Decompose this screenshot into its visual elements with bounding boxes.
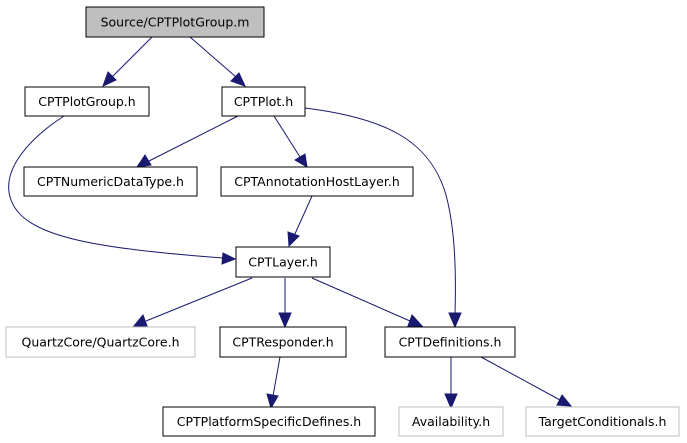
edges xyxy=(8,36,573,410)
node-plot-h[interactable]: CPTPlot.h xyxy=(221,86,306,117)
edge-annotation-to-layer xyxy=(287,195,313,248)
edge-layer-to-definitions xyxy=(311,277,424,327)
node-quartzcore[interactable]: QuartzCore/QuartzCore.h xyxy=(5,326,196,358)
node-responder[interactable]: CPTResponder.h xyxy=(219,326,347,358)
edge-plot-h-to-annotation xyxy=(273,115,308,168)
node-label: CPTLayer.h xyxy=(248,255,318,270)
edge-responder-to-platform xyxy=(266,356,281,410)
node-label: CPTPlotGroup.h xyxy=(38,94,135,109)
edge-layer-to-responder xyxy=(278,278,292,329)
node-label: TargetConditionals.h xyxy=(538,414,667,429)
node-definitions[interactable]: CPTDefinitions.h xyxy=(384,326,516,358)
node-plotgroup-m[interactable]: Source/CPTPlotGroup.m xyxy=(85,6,265,38)
node-label: CPTPlot.h xyxy=(234,94,293,109)
node-label: CPTPlatformSpecificDefines.h xyxy=(177,414,361,429)
edge-layer-to-quartz xyxy=(132,277,253,327)
nodes: Source/CPTPlotGroup.m CPTPlotGroup.h CPT… xyxy=(5,6,680,437)
node-numeric-data-type[interactable]: CPTNumericDataType.h xyxy=(23,166,198,197)
node-plotgroup-h[interactable]: CPTPlotGroup.h xyxy=(24,86,150,117)
node-layer[interactable]: CPTLayer.h xyxy=(235,246,331,278)
edge-plot-h-to-definitions xyxy=(304,107,462,329)
node-label: Availability.h xyxy=(412,414,490,429)
edge-definitions-to-target xyxy=(480,356,573,407)
node-label: Source/CPTPlotGroup.m xyxy=(101,15,250,30)
node-label: CPTAnnotationHostLayer.h xyxy=(234,174,400,189)
node-label: CPTNumericDataType.h xyxy=(37,174,184,189)
node-label: CPTResponder.h xyxy=(232,335,333,350)
node-annotation-host-layer[interactable]: CPTAnnotationHostLayer.h xyxy=(220,166,414,197)
edge-plotgroup-h-to-layer xyxy=(8,115,237,265)
edge-definitions-to-availability xyxy=(444,357,458,410)
edge-plotgroup-m-to-plotgroup-h xyxy=(102,36,153,87)
node-label: CPTDefinitions.h xyxy=(399,335,502,350)
node-label: QuartzCore/QuartzCore.h xyxy=(21,335,179,350)
node-platform-specific-defines[interactable]: CPTPlatformSpecificDefines.h xyxy=(162,406,376,437)
edge-plotgroup-m-to-plot-h xyxy=(189,36,246,87)
node-target-conditionals[interactable]: TargetConditionals.h xyxy=(525,406,680,437)
node-availability[interactable]: Availability.h xyxy=(398,406,504,437)
edge-plot-h-to-numeric xyxy=(135,115,239,168)
